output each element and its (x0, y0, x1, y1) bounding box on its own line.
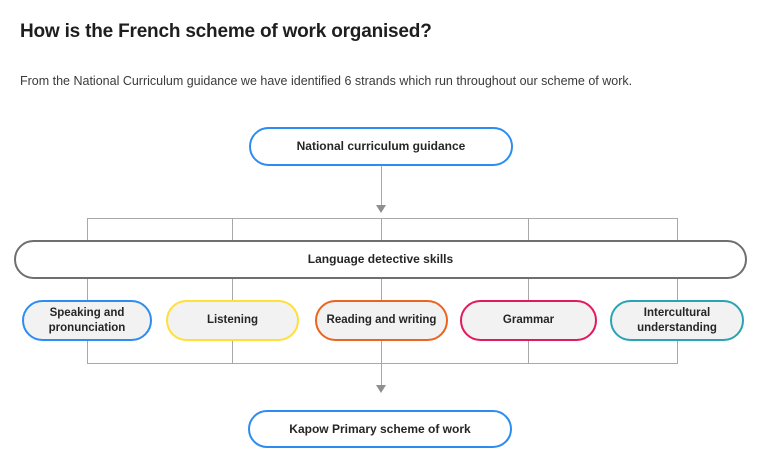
connector-line (232, 341, 233, 363)
node-listening: Listening (166, 300, 299, 341)
page-title: How is the French scheme of work organis… (20, 20, 432, 42)
connector-line (528, 341, 529, 363)
connector-line (87, 341, 88, 363)
connector-line (381, 341, 382, 385)
node-label: Listening (206, 314, 259, 327)
node-grammar: Grammar (460, 300, 597, 341)
node-label: Speaking and pronunciation (48, 307, 126, 334)
node-label: National curriculum guidance (296, 139, 466, 153)
node-label: Intercultural understanding (637, 307, 717, 334)
node-national-curriculum-guidance: National curriculum guidance (249, 127, 513, 166)
connector-line (677, 341, 678, 363)
node-speaking-and-pronunciation: Speaking and pronunciation (22, 300, 152, 341)
node-language-detective-skills: Language detective skills (14, 240, 747, 279)
node-label: Grammar (502, 314, 555, 327)
connector-line (87, 218, 678, 219)
node-kapow-primary-scheme-of-work: Kapow Primary scheme of work (248, 410, 512, 448)
connector-line (87, 363, 678, 364)
node-reading-and-writing: Reading and writing (315, 300, 448, 341)
node-label: Language detective skills (307, 252, 454, 266)
arrow-down-icon (376, 205, 386, 213)
node-label: Kapow Primary scheme of work (289, 421, 471, 436)
page-subtitle: From the National Curriculum guidance we… (20, 73, 633, 88)
node-label: Reading and writing (326, 314, 437, 327)
node-intercultural-understanding: Intercultural understanding (610, 300, 744, 341)
connector-line (381, 166, 382, 206)
arrow-down-icon (376, 385, 386, 393)
